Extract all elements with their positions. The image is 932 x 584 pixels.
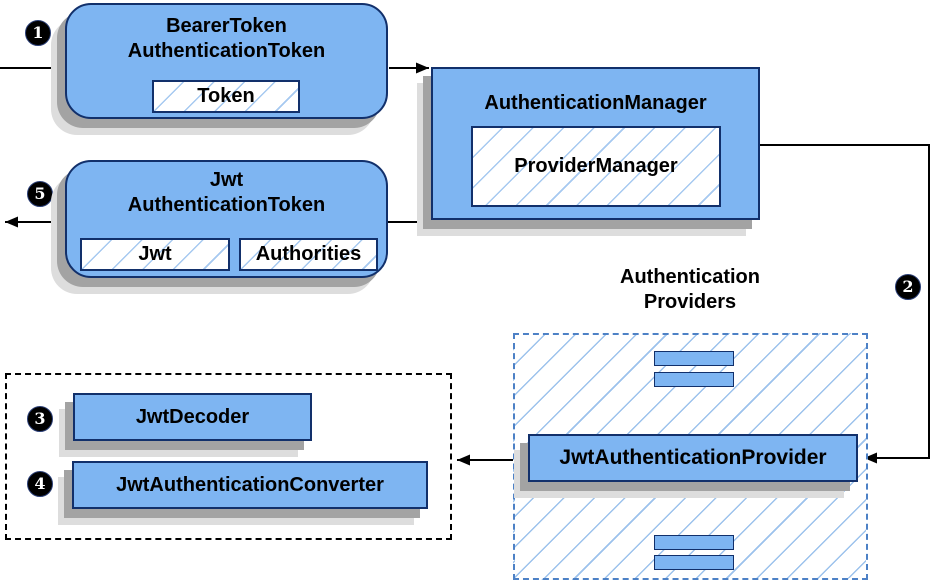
step-1-badge: 1 <box>25 20 51 46</box>
step-3-badge: 3 <box>27 406 53 432</box>
step-4-badge: 4 <box>27 471 53 497</box>
provider-placeholder-bar <box>654 535 734 550</box>
node-bearertoken-title: BearerToken AuthenticationToken <box>127 15 326 62</box>
node-jwt-authenticationtoken: Jwt AuthenticationToken Jwt Authorities <box>65 160 388 278</box>
node-jwtauthenticationconverter: JwtAuthenticationConverter <box>72 461 428 509</box>
node-jwtdecoder: JwtDecoder <box>73 393 312 441</box>
authentication-providers-group: JwtAuthenticationProvider <box>513 333 868 580</box>
node-jwt-authenticationtoken-title: Jwt AuthenticationToken <box>127 169 326 216</box>
provider-placeholder-bar <box>654 351 734 366</box>
node-jwt: Jwt <box>80 238 230 271</box>
provider-placeholder-bar <box>654 372 734 387</box>
node-providermanager: ProviderManager <box>471 126 721 207</box>
node-authenticationmanager-title: AuthenticationManager <box>484 92 707 114</box>
node-authenticationmanager: AuthenticationManager ProviderManager <box>431 67 760 220</box>
step-5-badge: 5 <box>27 181 53 207</box>
node-jwtauthenticationprovider: JwtAuthenticationProvider <box>528 434 858 482</box>
node-token: Token <box>152 80 300 113</box>
node-bearertoken-authenticationtoken: BearerToken AuthenticationToken Token <box>65 3 388 119</box>
providers-heading: Authentication Providers <box>620 266 760 313</box>
node-authorities: Authorities <box>239 238 378 271</box>
step-2-badge: 2 <box>895 274 921 300</box>
provider-placeholder-bar <box>654 555 734 570</box>
jwt-components-group: JwtDecoder JwtAuthenticationConverter <box>5 373 452 540</box>
